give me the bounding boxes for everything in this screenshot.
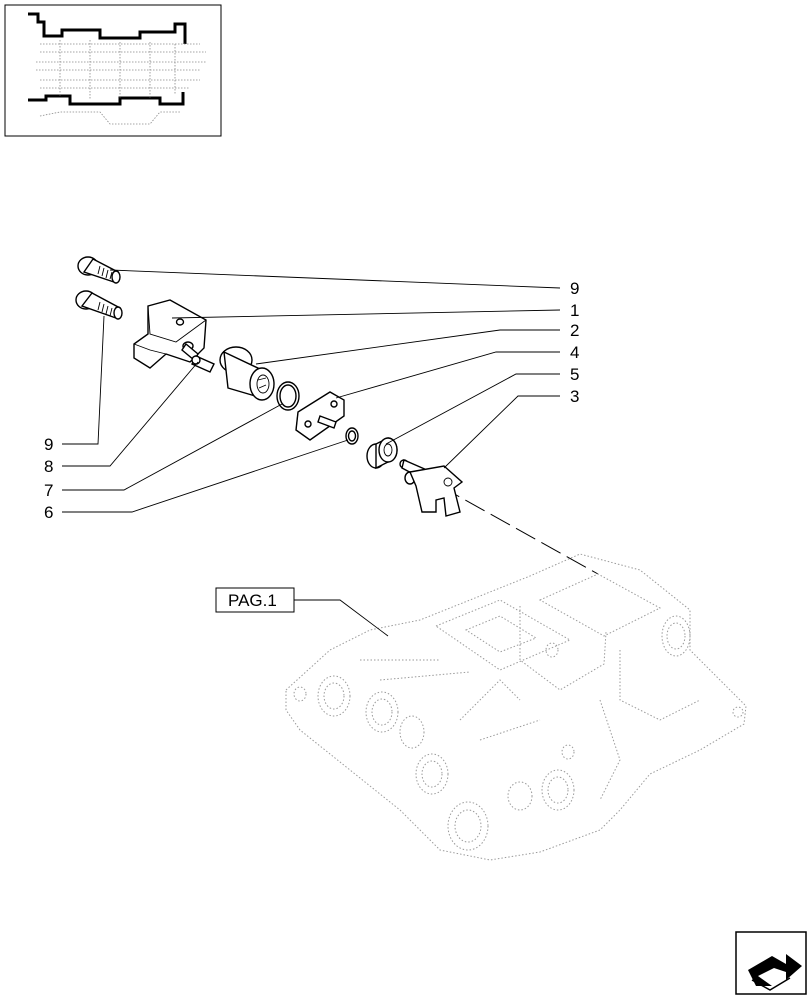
cover-plate-part	[295, 391, 345, 441]
cylinder-housing-part	[219, 346, 275, 401]
shift-fork-shaft-part	[399, 459, 464, 517]
o-ring-small-part	[345, 427, 359, 445]
pin-part	[191, 355, 215, 373]
callout-8: 8	[44, 457, 53, 476]
page-reference-box[interactable]: PAG.1	[215, 587, 295, 613]
capscrew-upper	[77, 256, 121, 284]
gearbox-housing-reference	[285, 553, 747, 861]
callout-4: 4	[570, 343, 579, 362]
callout-3: 3	[570, 387, 579, 406]
callout-9-right: 9	[570, 279, 579, 298]
transmission-section-thumbnail-icon[interactable]	[4, 4, 222, 137]
capscrew-lower	[75, 290, 123, 320]
o-ring-large-part	[276, 381, 300, 411]
leader-lines	[62, 269, 561, 637]
assembly-axis-line	[439, 485, 599, 575]
bushing-part	[366, 437, 398, 470]
callout-5: 5	[570, 365, 579, 384]
callout-6: 6	[44, 503, 53, 522]
callout-7: 7	[44, 481, 53, 500]
page-reference-label: PAG.1	[228, 591, 277, 610]
next-page-arrow-icon[interactable]	[735, 931, 807, 995]
callout-2: 2	[570, 321, 579, 340]
callout-9-left: 9	[44, 435, 53, 454]
callout-1: 1	[570, 301, 579, 320]
